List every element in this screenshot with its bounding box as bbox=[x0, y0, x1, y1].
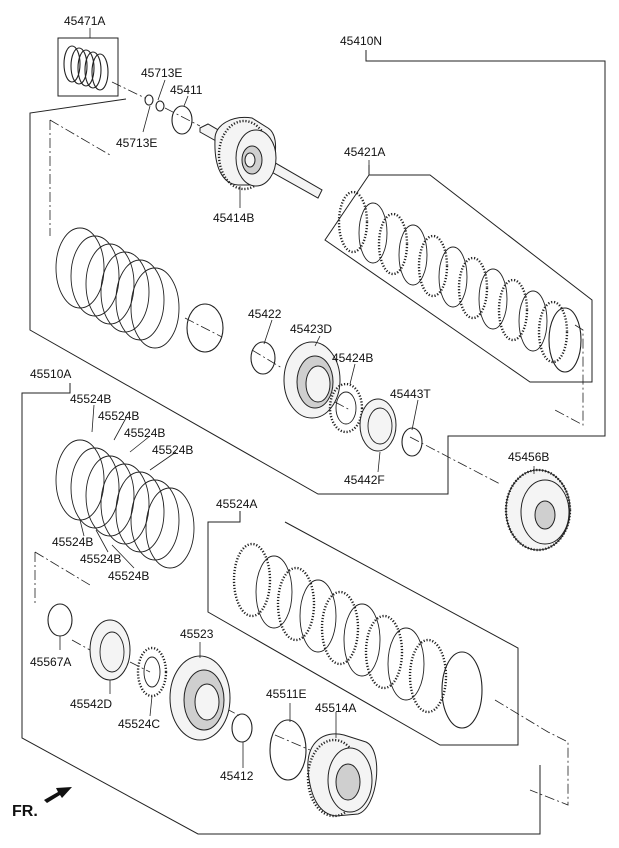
label-45567A: 45567A bbox=[30, 655, 71, 669]
label-45524B-4: 45524B bbox=[152, 443, 193, 457]
ring-45443T bbox=[401, 427, 423, 457]
piston-45523 bbox=[169, 655, 231, 741]
ring-45713E-a bbox=[144, 94, 154, 106]
label-45542D: 45542D bbox=[70, 697, 112, 711]
label-45411: 45411 bbox=[170, 83, 203, 97]
label-45412: 45412 bbox=[220, 769, 254, 783]
clutch-pack-45524A bbox=[232, 542, 483, 729]
label-45713E-bottom: 45713E bbox=[116, 136, 157, 150]
label-45424B: 45424B bbox=[332, 351, 373, 365]
label-45442F: 45442F bbox=[344, 473, 385, 487]
label-45423D: 45423D bbox=[290, 322, 332, 336]
piston-45423D bbox=[283, 341, 341, 419]
leader-shaft bbox=[111, 81, 201, 127]
ring-snap-upper bbox=[186, 303, 224, 353]
label-45510A: 45510A bbox=[30, 367, 71, 381]
label-45524B-2: 45524B bbox=[98, 409, 139, 423]
drum-45514A bbox=[306, 733, 378, 818]
ring-45422 bbox=[250, 341, 276, 375]
ring-45567A bbox=[47, 603, 73, 637]
label-45523: 45523 bbox=[180, 627, 214, 641]
ring-45412 bbox=[231, 713, 253, 743]
retainer-45442F bbox=[359, 398, 397, 452]
label-45443T: 45443T bbox=[390, 387, 431, 401]
label-45514A: 45514A bbox=[315, 701, 356, 715]
gear-45524C bbox=[136, 646, 168, 698]
label-45456B: 45456B bbox=[508, 450, 549, 464]
part-box-45524A bbox=[207, 511, 519, 746]
ring-45511E bbox=[269, 719, 307, 781]
part-box-45471A bbox=[57, 37, 119, 97]
wave-springs-upper bbox=[55, 227, 180, 349]
spring-45471A bbox=[63, 45, 109, 91]
front-arrow-icon bbox=[44, 787, 72, 803]
shaft-drum-45414B bbox=[199, 116, 323, 199]
label-45421A: 45421A bbox=[344, 145, 385, 159]
assembly-box-45510A bbox=[21, 383, 541, 835]
ring-45411 bbox=[171, 105, 193, 135]
label-45511E: 45511E bbox=[266, 687, 306, 701]
ring-45713E-b bbox=[155, 100, 165, 112]
label-45524B-5: 45524B bbox=[52, 535, 93, 549]
label-45524B-6: 45524B bbox=[80, 552, 121, 566]
label-45410N: 45410N bbox=[340, 34, 382, 48]
spring-plate-45424B bbox=[328, 382, 364, 434]
retainer-45442F-inner bbox=[367, 407, 393, 445]
hub-45456B bbox=[504, 468, 572, 552]
clutch-pack-45421A bbox=[337, 190, 582, 373]
label-45524B-3: 45524B bbox=[124, 426, 165, 440]
leader-lines bbox=[59, 28, 535, 768]
centerline-upper bbox=[49, 119, 584, 485]
label-45524B-7: 45524B bbox=[108, 569, 149, 583]
label-45524B-1: 45524B bbox=[70, 392, 111, 406]
gear-45524C-inner bbox=[143, 656, 161, 688]
spring-plate-45424B-inner bbox=[335, 391, 357, 425]
label-45713E-top: 45713E bbox=[141, 66, 182, 80]
plate-45542D-inner bbox=[99, 631, 125, 673]
label-45422: 45422 bbox=[248, 307, 282, 321]
label-45414B: 45414B bbox=[213, 211, 254, 225]
front-direction-label: FR. bbox=[12, 803, 38, 820]
centerline-lower bbox=[34, 551, 569, 806]
label-45524A: 45524A bbox=[216, 497, 257, 511]
label-45524C: 45524C bbox=[118, 717, 160, 731]
label-45471A: 45471A bbox=[64, 14, 105, 28]
part-box-45421A bbox=[324, 165, 593, 383]
assembly-box-45410N bbox=[29, 50, 606, 495]
